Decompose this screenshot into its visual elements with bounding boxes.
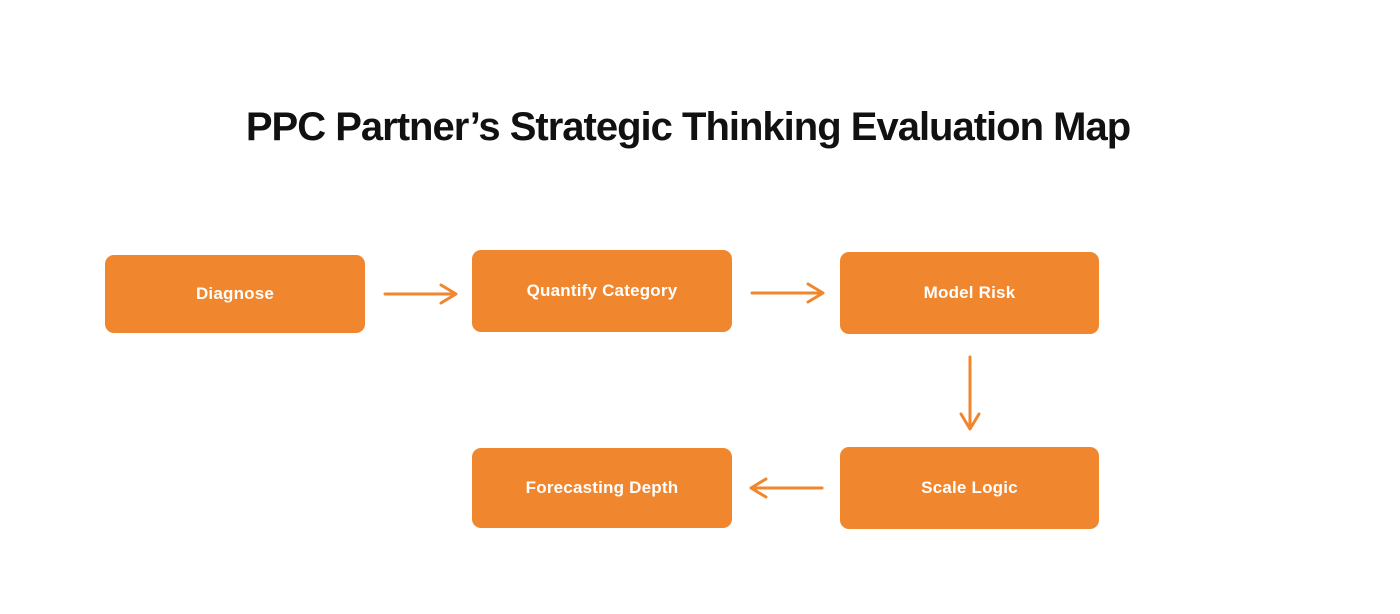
- arrow-right-icon: [750, 282, 825, 304]
- node-diagnose-label: Diagnose: [195, 284, 275, 303]
- node-quantify-category: Quantify Category: [472, 250, 732, 332]
- node-quantify-category-label: Quantify Category: [526, 281, 678, 300]
- arrow-right-icon: [383, 283, 458, 305]
- arrow-left-icon: [749, 477, 824, 499]
- node-scale-logic-label: Scale Logic: [921, 478, 1018, 497]
- arrow-down-icon: [959, 355, 981, 431]
- node-model-risk-label: Model Risk: [923, 283, 1016, 302]
- node-forecasting-depth: Forecasting Depth: [472, 448, 732, 528]
- node-scale-logic: Scale Logic: [840, 447, 1099, 529]
- node-diagnose: Diagnose: [105, 255, 365, 333]
- page-title: PPC Partner’s Strategic Thinking Evaluat…: [245, 105, 1131, 149]
- node-forecasting-depth-label: Forecasting Depth: [525, 478, 679, 497]
- node-model-risk: Model Risk: [840, 252, 1099, 334]
